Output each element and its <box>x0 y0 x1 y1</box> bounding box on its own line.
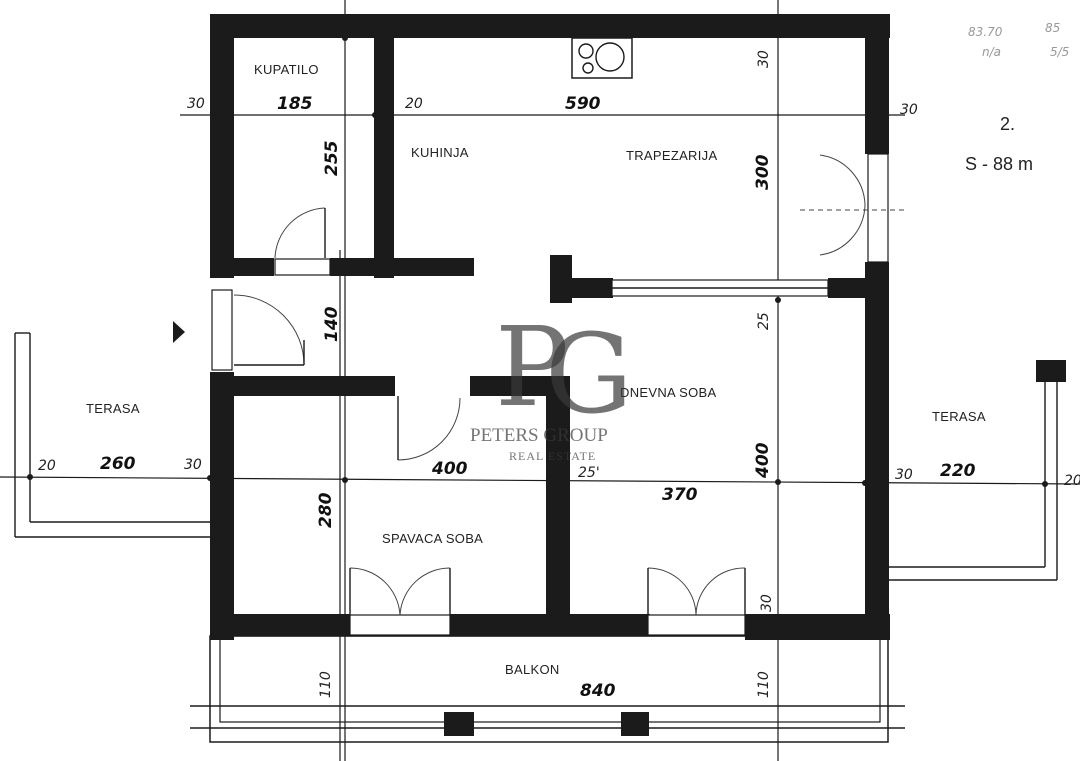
watermark-company: PETERS GROUP <box>470 425 608 446</box>
dim-trapezarija-height: 300 <box>753 154 773 190</box>
dim-living-width: 370 <box>662 485 698 505</box>
dim-right-wall: 30 <box>895 467 913 483</box>
openings <box>211 153 889 636</box>
corner-note-4: 5/5 <box>1050 45 1069 59</box>
room-label-trapezarija: TRAPEZARIJA <box>626 148 717 163</box>
dim-balkon-right: 110 <box>756 671 772 698</box>
dim-hall-height: 140 <box>322 306 342 342</box>
stove-icon <box>571 37 633 79</box>
room-label-spavaca-soba: SPAVACA SOBA <box>382 531 483 546</box>
dim-kupatilo-height: 255 <box>322 141 342 177</box>
terrace-right <box>889 360 1066 581</box>
dim-wall-25-mid: 25' <box>578 465 600 481</box>
room-label-balkon: BALKON <box>505 662 560 677</box>
dim-bedroom-height: 280 <box>316 492 336 528</box>
room-label-kuhinja: KUHINJA <box>411 145 469 160</box>
plan-area: S - 88 m <box>965 154 1033 174</box>
dim-terasa-right-wall: 20 <box>1064 473 1080 489</box>
dim-bedroom-width: 400 <box>431 459 468 479</box>
room-label-kupatilo: KUPATILO <box>254 62 319 77</box>
room-label-terasa-right: TERASA <box>932 409 986 424</box>
dim-top-wall-right: 30 <box>756 50 772 68</box>
corner-note-2: 85 <box>1045 21 1060 35</box>
terrace-left <box>14 332 210 538</box>
dim-top-right-wall: 30 <box>900 102 918 118</box>
watermark-letter-p: P <box>495 303 569 431</box>
dim-terasa-left-width: 260 <box>100 454 136 474</box>
corner-note-3: n/a <box>982 45 1001 59</box>
dim-balkon-width: 840 <box>580 681 616 701</box>
dim-balkon-left: 110 <box>318 671 334 698</box>
plan-number: 2. <box>1000 114 1015 134</box>
dim-terasa-left-wall: 20 <box>38 458 56 474</box>
dim-left-wall: 30 <box>184 457 202 473</box>
dim-kitchen-width: 590 <box>565 94 601 114</box>
dim-kupatilo-width: 185 <box>277 94 313 114</box>
dim-terasa-right-width: 220 <box>940 461 976 481</box>
room-label-dnevna-soba: DNEVNA SOBA <box>620 385 717 400</box>
entrance-arrow-icon <box>173 321 185 343</box>
dim-top-left-wall: 30 <box>187 96 205 112</box>
corner-note-1: 83.70 <box>968 25 1003 39</box>
dim-wall-25-right: 25 <box>756 312 772 330</box>
watermark-tagline: REAL ESTATE <box>509 449 596 463</box>
watermark-logo: P G PETERS GROUP REAL ESTATE <box>470 303 633 463</box>
dim-living-height: 400 <box>753 442 773 479</box>
watermark-letter-g: G <box>545 310 633 438</box>
dim-bottom-right-wall: 30 <box>759 594 775 612</box>
door-swings <box>233 154 905 616</box>
dim-kitchen-wall: 20 <box>405 96 423 112</box>
balcony <box>190 635 905 743</box>
room-label-terasa-left: TERASA <box>86 401 140 416</box>
